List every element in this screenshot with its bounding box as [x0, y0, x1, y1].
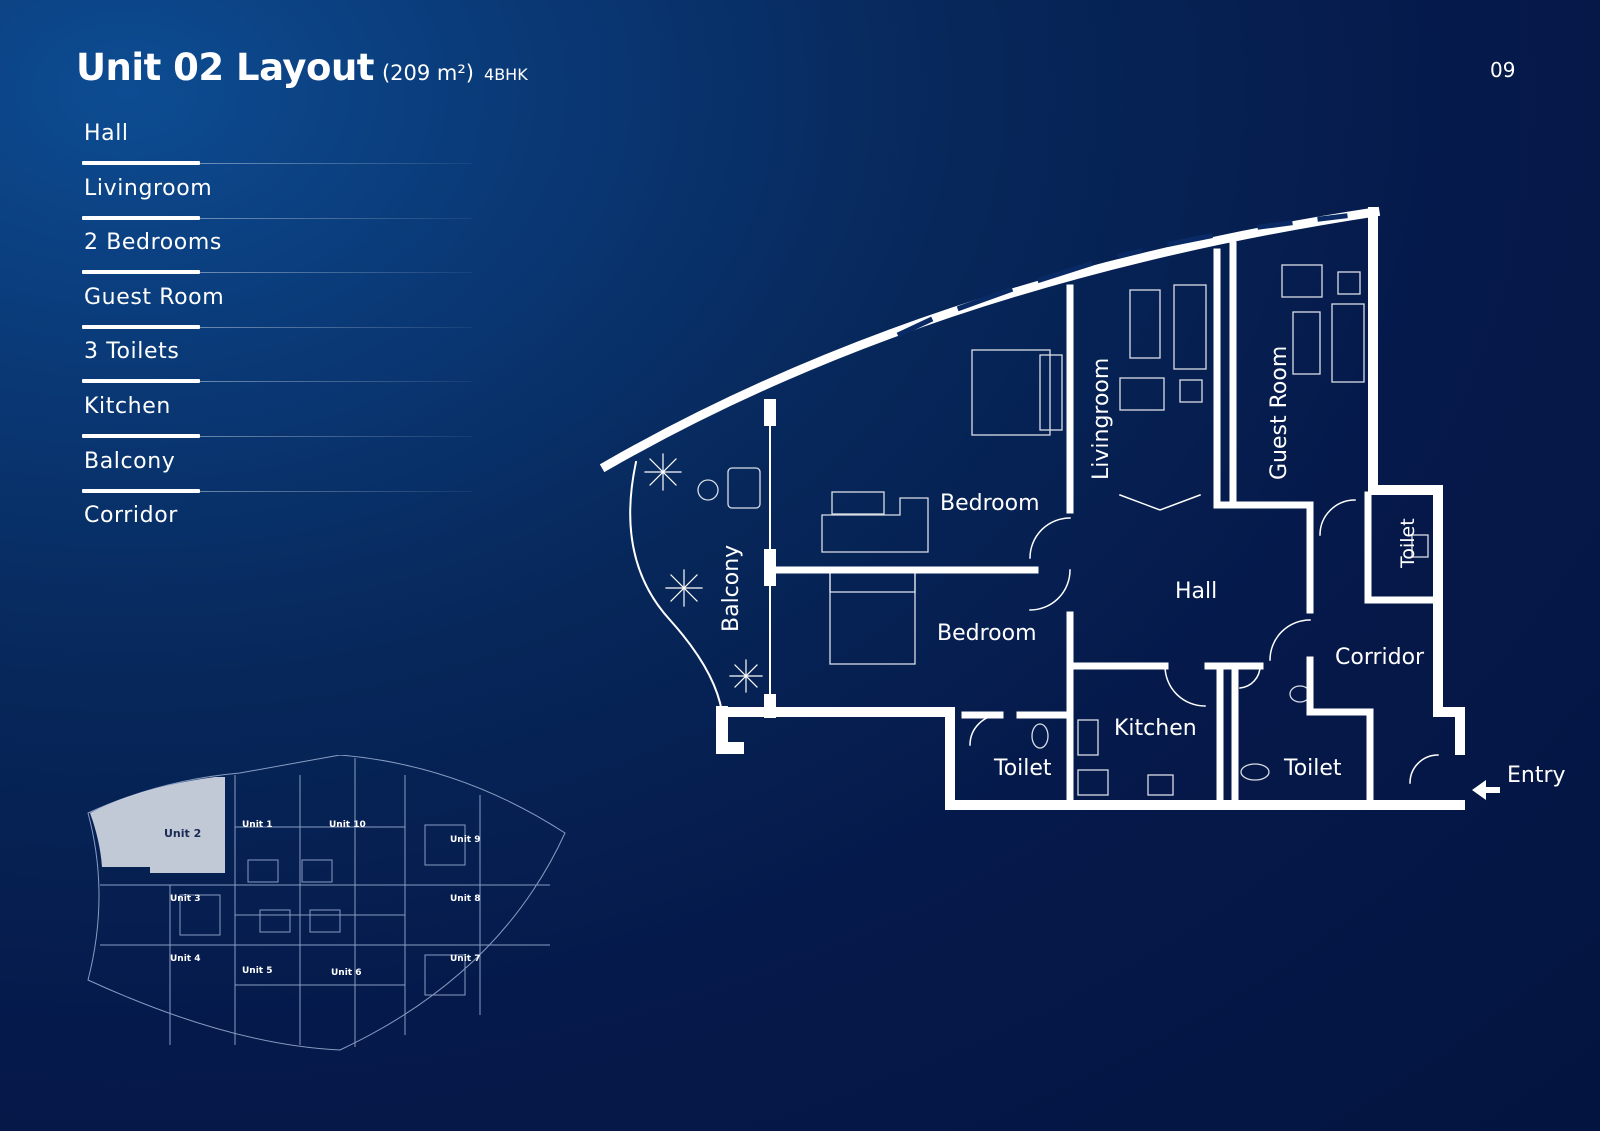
feature-item: Balcony: [82, 444, 472, 499]
divider: [82, 326, 472, 328]
feature-label: 2 Bedrooms: [84, 230, 222, 256]
feature-item: Kitchen: [82, 389, 472, 444]
divider-accent: [82, 433, 200, 438]
page-number: 09: [1490, 58, 1516, 82]
feature-item: Guest Room: [82, 280, 472, 335]
entry-arrow-icon: [1472, 780, 1500, 800]
divider: [82, 490, 472, 492]
feature-label: 3 Toilets: [84, 339, 180, 365]
room-label-corridor: Corridor: [1335, 645, 1425, 670]
divider-accent: [82, 488, 200, 493]
key-plan: Unit 1 Unit 10 Unit 2 Unit 9 Unit 3 Unit…: [87, 755, 566, 1051]
room-label-balcony: Balcony: [719, 545, 744, 632]
page-title: Unit 02 Layout: [76, 46, 374, 89]
furniture: [697, 264, 1429, 796]
divider-accent: [82, 270, 200, 275]
unit-type: 4BHK: [484, 65, 528, 84]
divider: [82, 272, 472, 274]
floor-plan: Bedroom Bedroom Hall Corridor Kitchen To…: [600, 206, 1566, 810]
key-plan-unit-label: Unit 9: [450, 835, 481, 845]
feature-label: Livingroom: [84, 175, 213, 201]
page-title-row: Unit 02 Layout (209 m²) 4BHK: [76, 46, 528, 89]
room-label-toilet: Toilet: [1283, 756, 1342, 781]
outer-walls: [717, 207, 1465, 810]
facade-curve-wall: [600, 206, 1381, 473]
feature-label: Corridor: [84, 503, 178, 529]
room-label-kitchen: Kitchen: [1114, 716, 1197, 741]
key-plan-unit-label: Unit 3: [170, 894, 201, 904]
divider: [82, 163, 472, 164]
feature-label: Guest Room: [84, 284, 225, 310]
key-plan-unit-label-highlighted: Unit 2: [164, 827, 201, 840]
facade-glazing: [896, 213, 1348, 338]
divider-accent: [82, 379, 200, 384]
feature-list: Hall Livingroom 2 Bedrooms Guest Room 3 …: [82, 116, 472, 553]
room-label-hall: Hall: [1175, 579, 1217, 604]
balcony-railing: [629, 460, 724, 714]
room-label-toilet: Toilet: [993, 756, 1052, 781]
key-plan-unit-label: Unit 5: [242, 966, 273, 976]
feature-item: 3 Toilets: [82, 334, 472, 389]
divider: [82, 381, 472, 383]
key-plan-unit-label: Unit 6: [331, 968, 362, 978]
key-plan-unit-label: Unit 1: [242, 820, 273, 830]
divider: [82, 217, 472, 219]
plant-icon: [644, 453, 682, 491]
feature-item: Corridor: [82, 498, 472, 553]
feature-label: Kitchen: [84, 393, 171, 419]
feature-item: Hall: [82, 116, 472, 171]
room-label-guest-room: Guest Room: [1267, 346, 1292, 480]
door-swings: [969, 494, 1439, 784]
key-plan-lines: [87, 755, 566, 1051]
plant-icons: [644, 453, 763, 693]
feature-label: Hall: [84, 121, 129, 146]
feature-item: 2 Bedrooms: [82, 225, 472, 280]
room-label-bedroom-lower: Bedroom: [937, 621, 1037, 646]
key-plan-highlight-unit-2: [90, 777, 225, 873]
key-plan-unit-label: Unit 8: [450, 894, 481, 904]
room-label-livingroom: Livingroom: [1089, 358, 1114, 480]
divider-accent: [82, 215, 200, 220]
key-plan-unit-label: Unit 4: [170, 954, 201, 964]
feature-label: Balcony: [84, 448, 176, 474]
balcony-stub-wall: [716, 706, 744, 754]
inner-walls: [764, 241, 1442, 809]
divider-accent: [82, 161, 200, 165]
key-plan-unit-label: Unit 7: [450, 954, 481, 964]
entry-label: Entry: [1507, 763, 1566, 788]
feature-item: Livingroom: [82, 171, 472, 226]
room-label-bedroom-upper: Bedroom: [940, 491, 1040, 516]
room-label-toilet: Toilet: [1397, 518, 1419, 569]
key-plan-unit-label: Unit 10: [329, 820, 366, 830]
unit-area: (209 m²): [381, 61, 475, 85]
divider-accent: [82, 324, 200, 329]
plant-icon: [729, 659, 763, 693]
plant-icon: [665, 569, 703, 607]
divider: [82, 435, 472, 437]
